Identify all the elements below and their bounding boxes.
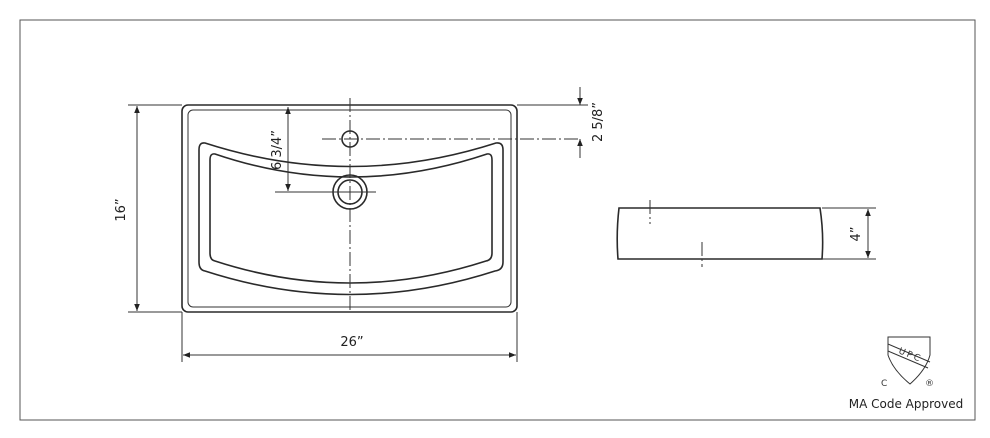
svg-text:2 5/8”: 2 5/8”: [591, 102, 606, 142]
dimension-drain-offset: 6 3/4”: [270, 107, 291, 191]
dimension-faucet-offset: 2 5/8”: [517, 87, 606, 158]
dimension-depth: 16”: [114, 104, 182, 313]
svg-text:C: C: [881, 379, 887, 389]
drawing-frame: [19, 19, 976, 421]
sink-top-view: [181, 98, 580, 313]
svg-text:6 3/4”: 6 3/4”: [270, 130, 285, 170]
svg-text:16”: 16”: [114, 198, 129, 221]
certification-caption: MA Code Approved: [849, 397, 963, 411]
upc-certification-logo: UPC C ® MA Code Approved: [849, 336, 963, 411]
svg-text:®: ®: [925, 379, 934, 389]
sink-side-view: 4”: [616, 200, 876, 267]
basin-inner-outline: [209, 153, 493, 284]
svg-text:UPC: UPC: [897, 347, 923, 365]
basin-outer-outline: [198, 142, 504, 296]
dimension-width: 26”: [181, 312, 518, 362]
svg-text:26”: 26”: [340, 335, 363, 350]
dimension-height: 4”: [849, 226, 864, 241]
